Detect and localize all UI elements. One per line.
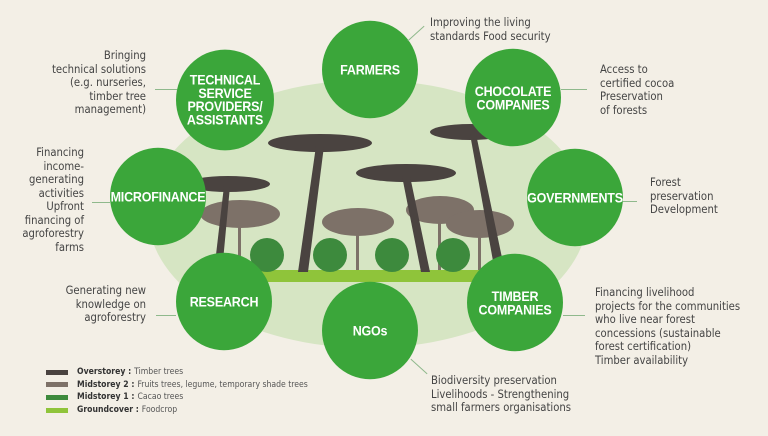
node-timber-companies: TIMBER COMPANIES — [467, 253, 563, 352]
node-chocolate-companies: CHOCOLATE COMPANIES — [465, 48, 561, 147]
node-label: RESEARCH — [189, 293, 259, 310]
node-ngos: NGOs — [322, 281, 418, 380]
legend-item-groundcover: Groundcover :Foodcrop — [46, 404, 308, 417]
desc-timber: Financing livelihood projects for the co… — [595, 286, 741, 367]
connector-timber — [563, 315, 585, 316]
node-label: CHOCOLATE COMPANIES — [474, 82, 552, 113]
node-farmers: FARMERS — [322, 20, 418, 119]
legend-swatch — [46, 394, 68, 400]
connector-governments — [623, 201, 637, 202]
node-label: FARMERS — [340, 61, 400, 78]
desc-research: Generating new knowledge on agroforestry — [65, 284, 146, 324]
node-research: RESEARCH — [176, 252, 272, 351]
node-label: TECHNICAL SERVICE PROVIDERS/ ASSISTANTS — [186, 72, 264, 128]
connector-chocolate — [561, 89, 587, 90]
legend: Overstorey :Timber trees Midstorey 2 :Fr… — [46, 366, 308, 416]
legend-swatch — [46, 407, 68, 413]
node-label: TIMBER COMPANIES — [478, 287, 552, 318]
node-label: MICROFINANCE — [110, 188, 206, 205]
desc-governments: Forest preservation Development — [650, 176, 718, 216]
node-label: GOVERNMENTS — [527, 189, 623, 206]
legend-swatch — [46, 382, 68, 388]
node-label: NGOs — [352, 322, 388, 339]
desc-technical: Bringing technical solutions (e.g. nurse… — [51, 49, 146, 116]
node-technical-service-providers: TECHNICAL SERVICE PROVIDERS/ ASSISTANTS — [176, 49, 274, 151]
legend-item-overstorey: Overstorey :Timber trees — [46, 366, 308, 379]
connector-research — [156, 315, 176, 316]
desc-chocolate: Access to certified cocoa Preservation o… — [600, 63, 675, 117]
desc-microfinance: Financing income- generating activities … — [22, 146, 84, 254]
node-microfinance: MICROFINANCE — [110, 147, 206, 246]
desc-ngos: Biodiversity preservation Livelihoods - … — [431, 374, 571, 414]
connector-microfinance — [92, 202, 110, 203]
legend-item-midstorey-1: Midstorey 1 :Cacao trees — [46, 391, 308, 404]
legend-swatch — [46, 369, 68, 375]
legend-item-midstorey-2: Midstorey 2 :Fruits trees, legume, tempo… — [46, 379, 308, 392]
connector-technical — [155, 89, 177, 90]
node-governments: GOVERNMENTS — [527, 148, 623, 247]
desc-farmers: Improving the living standards Food secu… — [430, 16, 551, 43]
